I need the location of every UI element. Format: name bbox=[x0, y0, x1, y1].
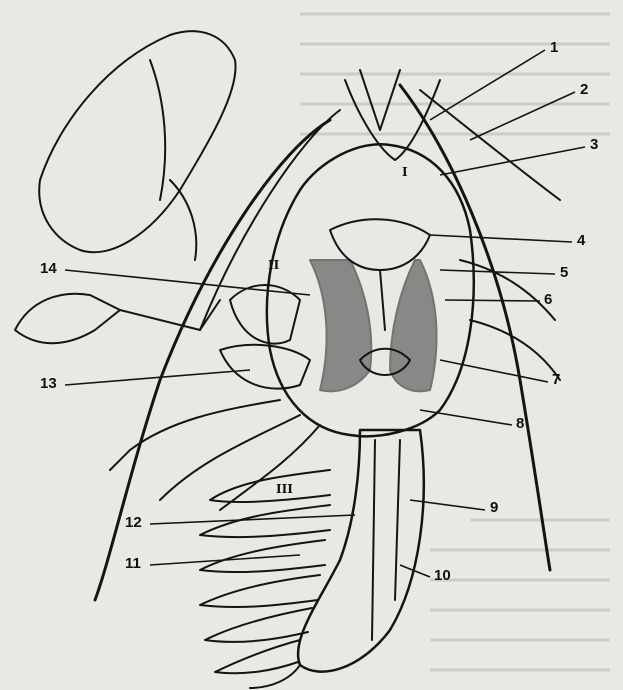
label-12: 12 bbox=[125, 515, 142, 530]
label-11: 11 bbox=[125, 556, 141, 571]
region-label-3: III bbox=[276, 482, 293, 496]
label-14: 14 bbox=[40, 261, 57, 276]
label-3: 3 bbox=[590, 137, 598, 152]
region-label-2: II bbox=[268, 258, 279, 272]
label-7: 7 bbox=[552, 372, 560, 387]
label-4: 4 bbox=[577, 233, 585, 248]
label-2: 2 bbox=[580, 82, 588, 97]
label-5: 5 bbox=[560, 265, 568, 280]
label-1: 1 bbox=[550, 40, 558, 55]
label-10: 10 bbox=[434, 568, 451, 583]
label-13: 13 bbox=[40, 376, 57, 391]
region-label-1: I bbox=[402, 165, 408, 179]
label-6: 6 bbox=[544, 292, 552, 307]
label-9: 9 bbox=[490, 500, 498, 515]
label-8: 8 bbox=[516, 416, 524, 431]
